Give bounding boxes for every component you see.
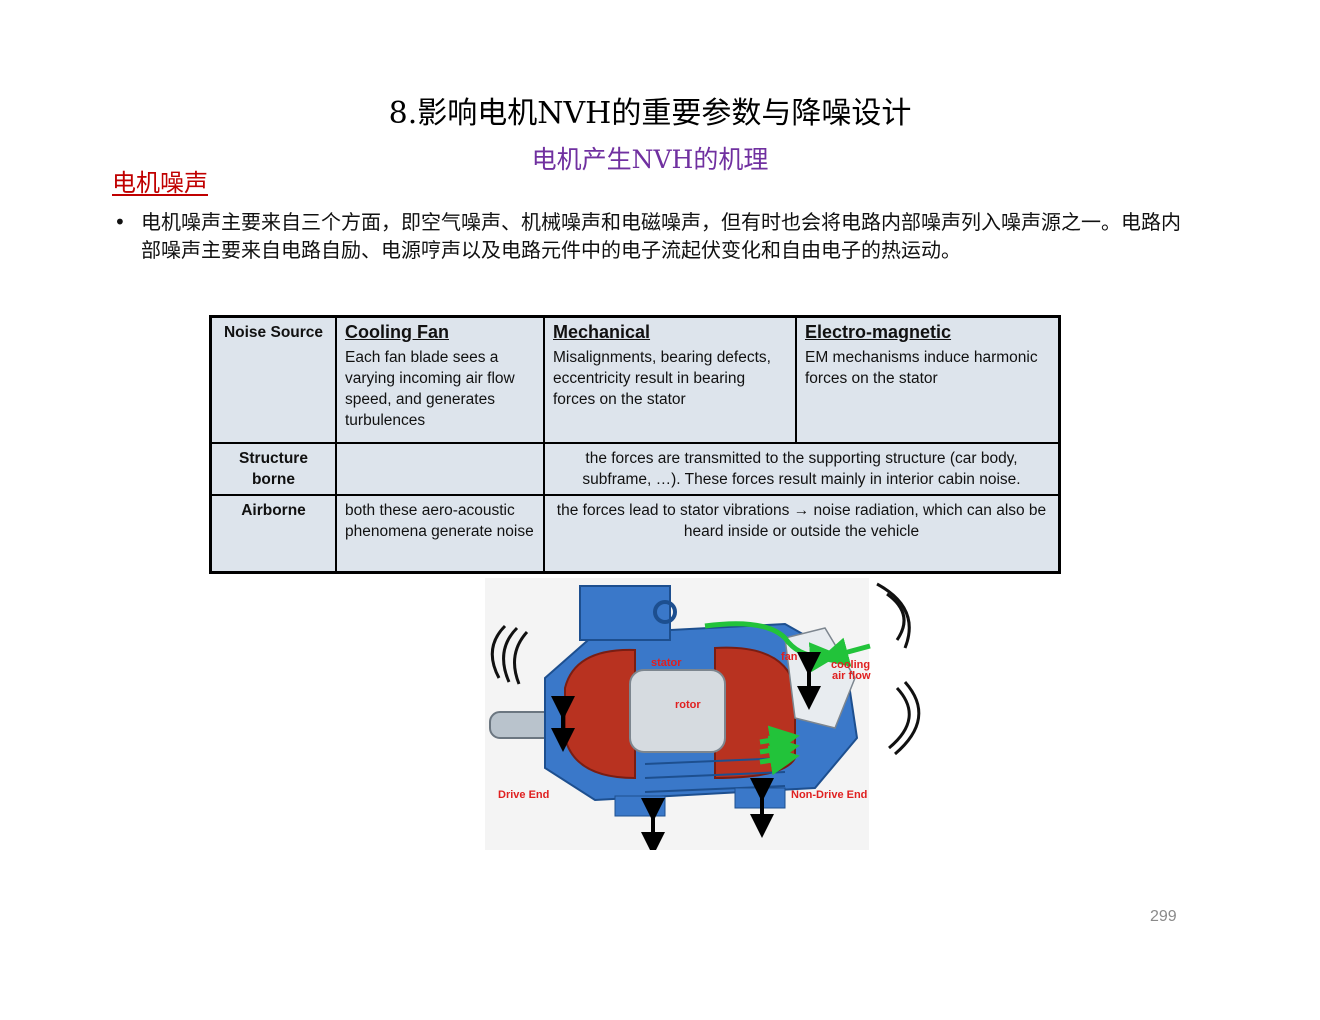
airborne-label: Airborne bbox=[209, 493, 337, 574]
cooling-label-2: air flow bbox=[832, 670, 871, 682]
bullet-marker: • bbox=[114, 210, 126, 234]
cooling-label-1: cooling bbox=[831, 659, 870, 671]
rotor bbox=[629, 669, 726, 753]
stator-winding-left bbox=[564, 648, 636, 780]
table-row: Airborne both these aero-acoustic phenom… bbox=[209, 493, 1061, 574]
airborne-text: the forces lead to stator vibrations → n… bbox=[543, 493, 1061, 574]
cooling-fan-text: Each fan blade sees a varying incoming a… bbox=[345, 349, 515, 429]
em-cell: Electro-magnetic EM mechanisms induce ha… bbox=[795, 315, 1061, 444]
vibration-waves-left bbox=[490, 624, 529, 685]
stator-label: stator bbox=[651, 657, 682, 669]
structure-borne-text: the forces are transmitted to the suppor… bbox=[543, 441, 1061, 496]
lifting-eye bbox=[653, 600, 677, 624]
table-header-row: Noise Source Cooling Fan Each fan blade … bbox=[209, 315, 1061, 444]
motor-foot-left bbox=[614, 795, 666, 817]
mechanical-heading: Mechanical bbox=[553, 322, 651, 342]
page-number: 299 bbox=[1150, 908, 1177, 925]
mechanical-cell: Mechanical Misalignments, bearing defect… bbox=[543, 315, 797, 444]
motor-cutaway-figure: stator rotor fan cooling air flow Drive … bbox=[485, 578, 921, 850]
vibration-waves-right bbox=[876, 582, 921, 756]
airborne-fan-text: both these aero-acoustic phenomena gener… bbox=[335, 493, 545, 574]
section-heading: 电机噪声 bbox=[112, 169, 208, 197]
table-row: Structure borne the forces are transmitt… bbox=[209, 441, 1061, 496]
non-drive-end-label: Non-Drive End bbox=[791, 789, 867, 801]
terminal-box bbox=[579, 585, 671, 641]
cooling-fan-cell: Cooling Fan Each fan blade sees a varyin… bbox=[335, 315, 545, 444]
structure-borne-label: Structure borne bbox=[209, 441, 337, 496]
rotor-label: rotor bbox=[675, 699, 701, 711]
cooling-fan-heading: Cooling Fan bbox=[345, 322, 449, 342]
corner-cell: Noise Source bbox=[209, 315, 337, 444]
structure-borne-fan-cell bbox=[335, 441, 545, 496]
em-heading: Electro-magnetic bbox=[805, 322, 952, 342]
em-text: EM mechanisms induce harmonic forces on … bbox=[805, 349, 1038, 387]
mechanical-text: Misalignments, bearing defects, eccentri… bbox=[553, 349, 771, 408]
page-subtitle: 电机产生NVH的机理 bbox=[531, 145, 769, 174]
page-title: 8.影响电机NVH的重要参数与降噪设计 bbox=[388, 96, 912, 131]
drive-end-label: Drive End bbox=[498, 789, 549, 801]
force-arrows bbox=[551, 652, 821, 850]
bullet-text: 电机噪声主要来自三个方面，即空气噪声、机械噪声和电磁噪声，但有时也会将电路内部噪… bbox=[141, 210, 1181, 262]
fan-label: fan bbox=[781, 651, 798, 663]
noise-source-table: Noise Source Cooling Fan Each fan blade … bbox=[209, 315, 1061, 574]
bullet-paragraph: • 电机噪声主要来自三个方面，即空气噪声、机械噪声和电磁噪声，但有时也会将电路内… bbox=[114, 208, 1194, 264]
figure-labels: stator rotor fan cooling air flow Drive … bbox=[498, 651, 871, 801]
